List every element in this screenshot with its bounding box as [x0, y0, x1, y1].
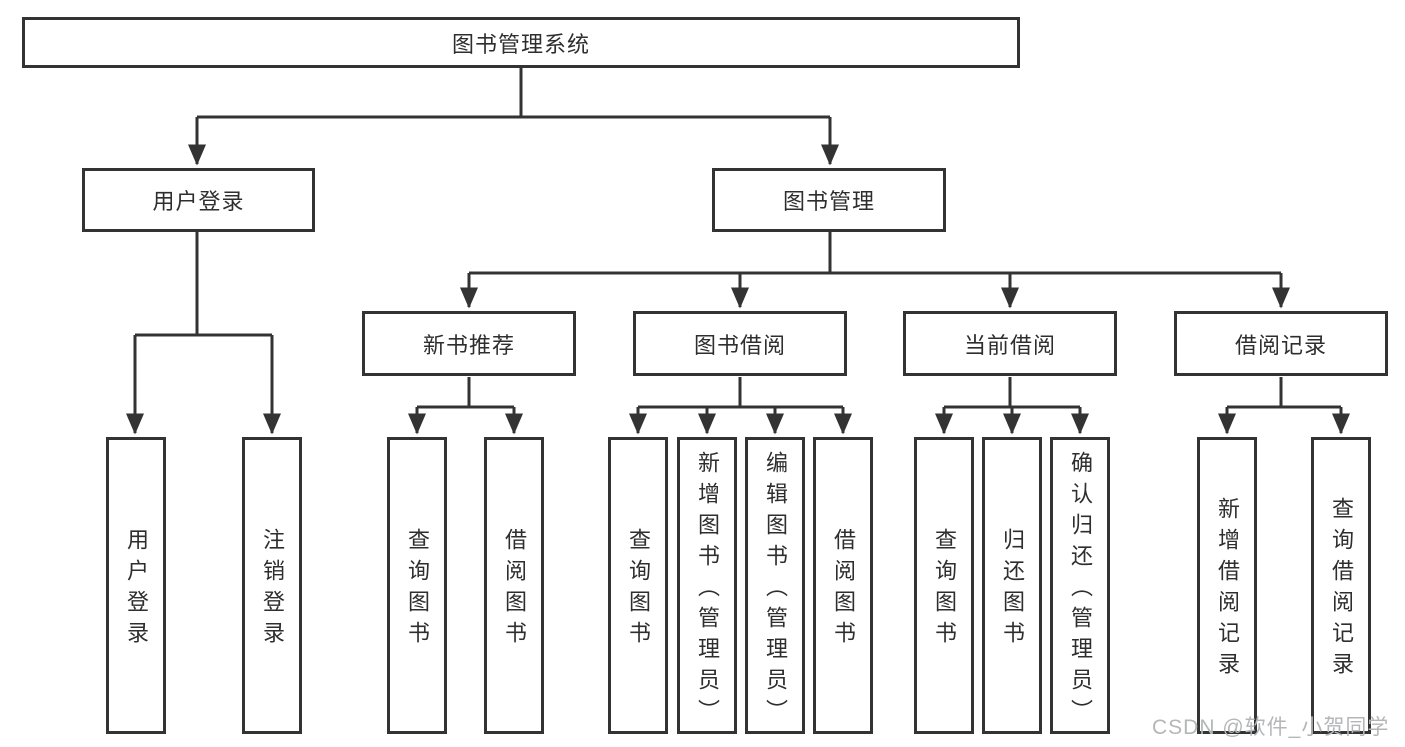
- leaf-label: 注销登录: [260, 528, 285, 652]
- leaf-label: 查询图书: [405, 528, 430, 652]
- leaf-logout: 注销登录: [242, 437, 302, 734]
- node-current-borrowing: 当前借阅: [903, 311, 1117, 376]
- leaf-confirm-return-admin: 确认归还（管理员）: [1050, 437, 1110, 734]
- leaf-query-books-borrowing: 查询图书: [608, 437, 668, 734]
- leaf-label: 新增借阅记录: [1215, 497, 1240, 683]
- node-user-login: 用户登录: [82, 168, 315, 232]
- leaf-query-books-current: 查询图书: [914, 437, 974, 734]
- leaf-label: 借阅图书: [502, 528, 527, 652]
- csdn-watermark: CSDN @软件_小贺同学: [1152, 716, 1390, 739]
- leaf-label: 编辑图书（管理员）: [763, 450, 788, 730]
- node-borrowing-records: 借阅记录: [1174, 311, 1388, 376]
- leaf-return-books: 归还图书: [982, 437, 1042, 734]
- leaf-label: 新增图书（管理员）: [695, 450, 720, 730]
- leaf-add-books-admin: 新增图书（管理员）: [677, 437, 737, 734]
- leaf-user-login: 用户登录: [106, 437, 166, 734]
- leaf-label: 查询借阅记录: [1329, 497, 1354, 683]
- leaf-label: 查询图书: [932, 528, 957, 652]
- leaf-add-borrow-record: 新增借阅记录: [1197, 437, 1257, 734]
- leaf-label: 借阅图书: [831, 528, 856, 652]
- leaf-edit-books-admin: 编辑图书（管理员）: [745, 437, 805, 734]
- leaf-borrow-books: 借阅图书: [813, 437, 873, 734]
- leaf-label: 查询图书: [626, 528, 651, 652]
- leaf-query-borrow-record: 查询借阅记录: [1311, 437, 1371, 734]
- node-book-borrowing: 图书借阅: [633, 311, 847, 376]
- leaf-label: 确认归还（管理员）: [1068, 450, 1093, 730]
- leaf-borrow-books-recommend: 借阅图书: [484, 437, 544, 734]
- node-new-book-recommend: 新书推荐: [362, 311, 576, 376]
- leaf-label: 用户登录: [124, 528, 149, 652]
- node-book-management: 图书管理: [712, 168, 946, 232]
- leaf-label: 归还图书: [1000, 528, 1025, 652]
- node-library-management-system: 图书管理系统: [22, 17, 1020, 68]
- leaf-query-books-recommend: 查询图书: [387, 437, 447, 734]
